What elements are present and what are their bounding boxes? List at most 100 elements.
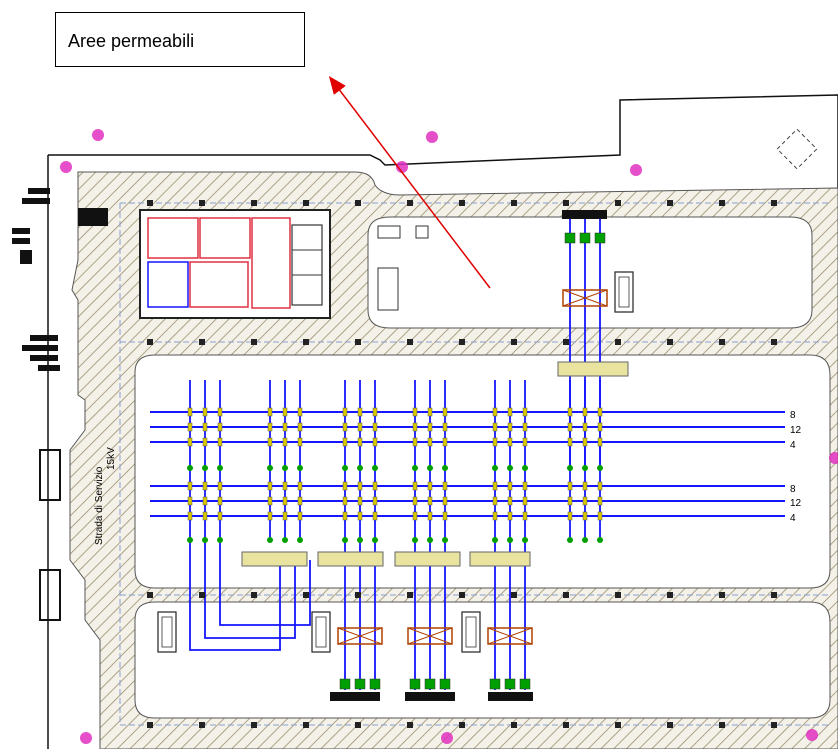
junction-node xyxy=(357,537,363,543)
fence-marker xyxy=(303,200,309,206)
junction-node xyxy=(297,537,303,543)
junction-node xyxy=(427,537,433,543)
combiner-box xyxy=(567,437,573,447)
fence-marker xyxy=(563,722,569,728)
combiner-box xyxy=(342,437,348,447)
tree-icon xyxy=(465,616,477,648)
combiner-box xyxy=(412,407,418,417)
fence-marker xyxy=(771,592,777,598)
combiner-box xyxy=(217,437,223,447)
combiner-box xyxy=(217,481,223,491)
combiner-box xyxy=(427,407,433,417)
station-node xyxy=(439,678,451,690)
combiner-box xyxy=(442,437,448,447)
combiner-box xyxy=(597,481,603,491)
combiner-box xyxy=(567,496,573,506)
callout-box: Aree permeabili xyxy=(55,12,305,67)
combiner-box xyxy=(492,511,498,521)
grove-markers xyxy=(60,129,838,744)
fence-marker xyxy=(407,592,413,598)
combiner-box xyxy=(267,407,273,417)
combiner-box xyxy=(217,496,223,506)
combiner-box xyxy=(412,437,418,447)
cable-line xyxy=(189,540,281,651)
junction-node xyxy=(567,465,573,471)
combiner-box xyxy=(427,511,433,521)
fence-marker xyxy=(771,722,777,728)
tree-icon xyxy=(315,616,327,648)
junction-node xyxy=(442,537,448,543)
tree-icon xyxy=(157,611,177,653)
combiner-box xyxy=(297,481,303,491)
fence-marker xyxy=(147,339,153,345)
site-boundary xyxy=(47,94,838,749)
combiner-box xyxy=(522,422,528,432)
combiner-box xyxy=(597,437,603,447)
tree-icon xyxy=(311,611,331,653)
station-node xyxy=(354,678,366,690)
fence-marker xyxy=(563,339,569,345)
junction-node xyxy=(412,537,418,543)
combiner-box xyxy=(187,481,193,491)
combiner-box xyxy=(442,496,448,506)
combiner-box xyxy=(372,511,378,521)
combiner-box xyxy=(442,511,448,521)
combiner-box xyxy=(492,437,498,447)
combiner-box xyxy=(427,496,433,506)
junction-node xyxy=(217,465,223,471)
combiner-box xyxy=(597,407,603,417)
junction-node xyxy=(202,465,208,471)
grove-marker-icon xyxy=(80,732,92,744)
combiner-box xyxy=(297,437,303,447)
combiner-box xyxy=(582,422,588,432)
grove-marker-icon xyxy=(630,164,642,176)
junction-node xyxy=(342,537,348,543)
combiner-box xyxy=(357,496,363,506)
fence-marker xyxy=(459,722,465,728)
transformer-icon xyxy=(562,289,608,307)
combiner-box xyxy=(507,437,513,447)
grove-marker-icon xyxy=(829,452,838,464)
combiner-box xyxy=(342,481,348,491)
combiner-box xyxy=(342,496,348,506)
fence-marker xyxy=(147,592,153,598)
junction-node xyxy=(522,537,528,543)
fence-marker xyxy=(355,722,361,728)
row-labels-a: 8 12 4 xyxy=(790,410,802,451)
combiner-box xyxy=(582,437,588,447)
combiner-box xyxy=(492,422,498,432)
junction-node xyxy=(217,537,223,543)
fence-marker xyxy=(199,200,205,206)
fence-marker xyxy=(199,722,205,728)
svg-text:12: 12 xyxy=(790,498,802,509)
combiner-box xyxy=(522,437,528,447)
fence-marker xyxy=(251,722,257,728)
station-node xyxy=(564,232,576,244)
fence-marker xyxy=(459,592,465,598)
fence-marker xyxy=(355,592,361,598)
combiner-box xyxy=(267,481,273,491)
fence-marker xyxy=(667,200,673,206)
fence-marker xyxy=(251,592,257,598)
fence-marker xyxy=(563,200,569,206)
combiner-box xyxy=(567,481,573,491)
svg-text:8: 8 xyxy=(790,484,796,495)
fence-marker xyxy=(251,339,257,345)
combiner-box xyxy=(372,437,378,447)
tree-icon xyxy=(461,611,481,653)
tree-icon xyxy=(377,267,399,311)
cable-line xyxy=(219,540,311,626)
fence-marker xyxy=(511,592,517,598)
fence-marker xyxy=(459,200,465,206)
combiner-box xyxy=(217,511,223,521)
combiner-box xyxy=(282,496,288,506)
inverter-box xyxy=(241,551,308,567)
combiner-box xyxy=(187,437,193,447)
junction-node xyxy=(267,465,273,471)
combiner-box xyxy=(202,481,208,491)
station-node xyxy=(339,678,351,690)
station-node xyxy=(369,678,381,690)
station-base xyxy=(488,692,533,701)
combiner-box xyxy=(187,422,193,432)
tree-icon xyxy=(161,616,173,648)
